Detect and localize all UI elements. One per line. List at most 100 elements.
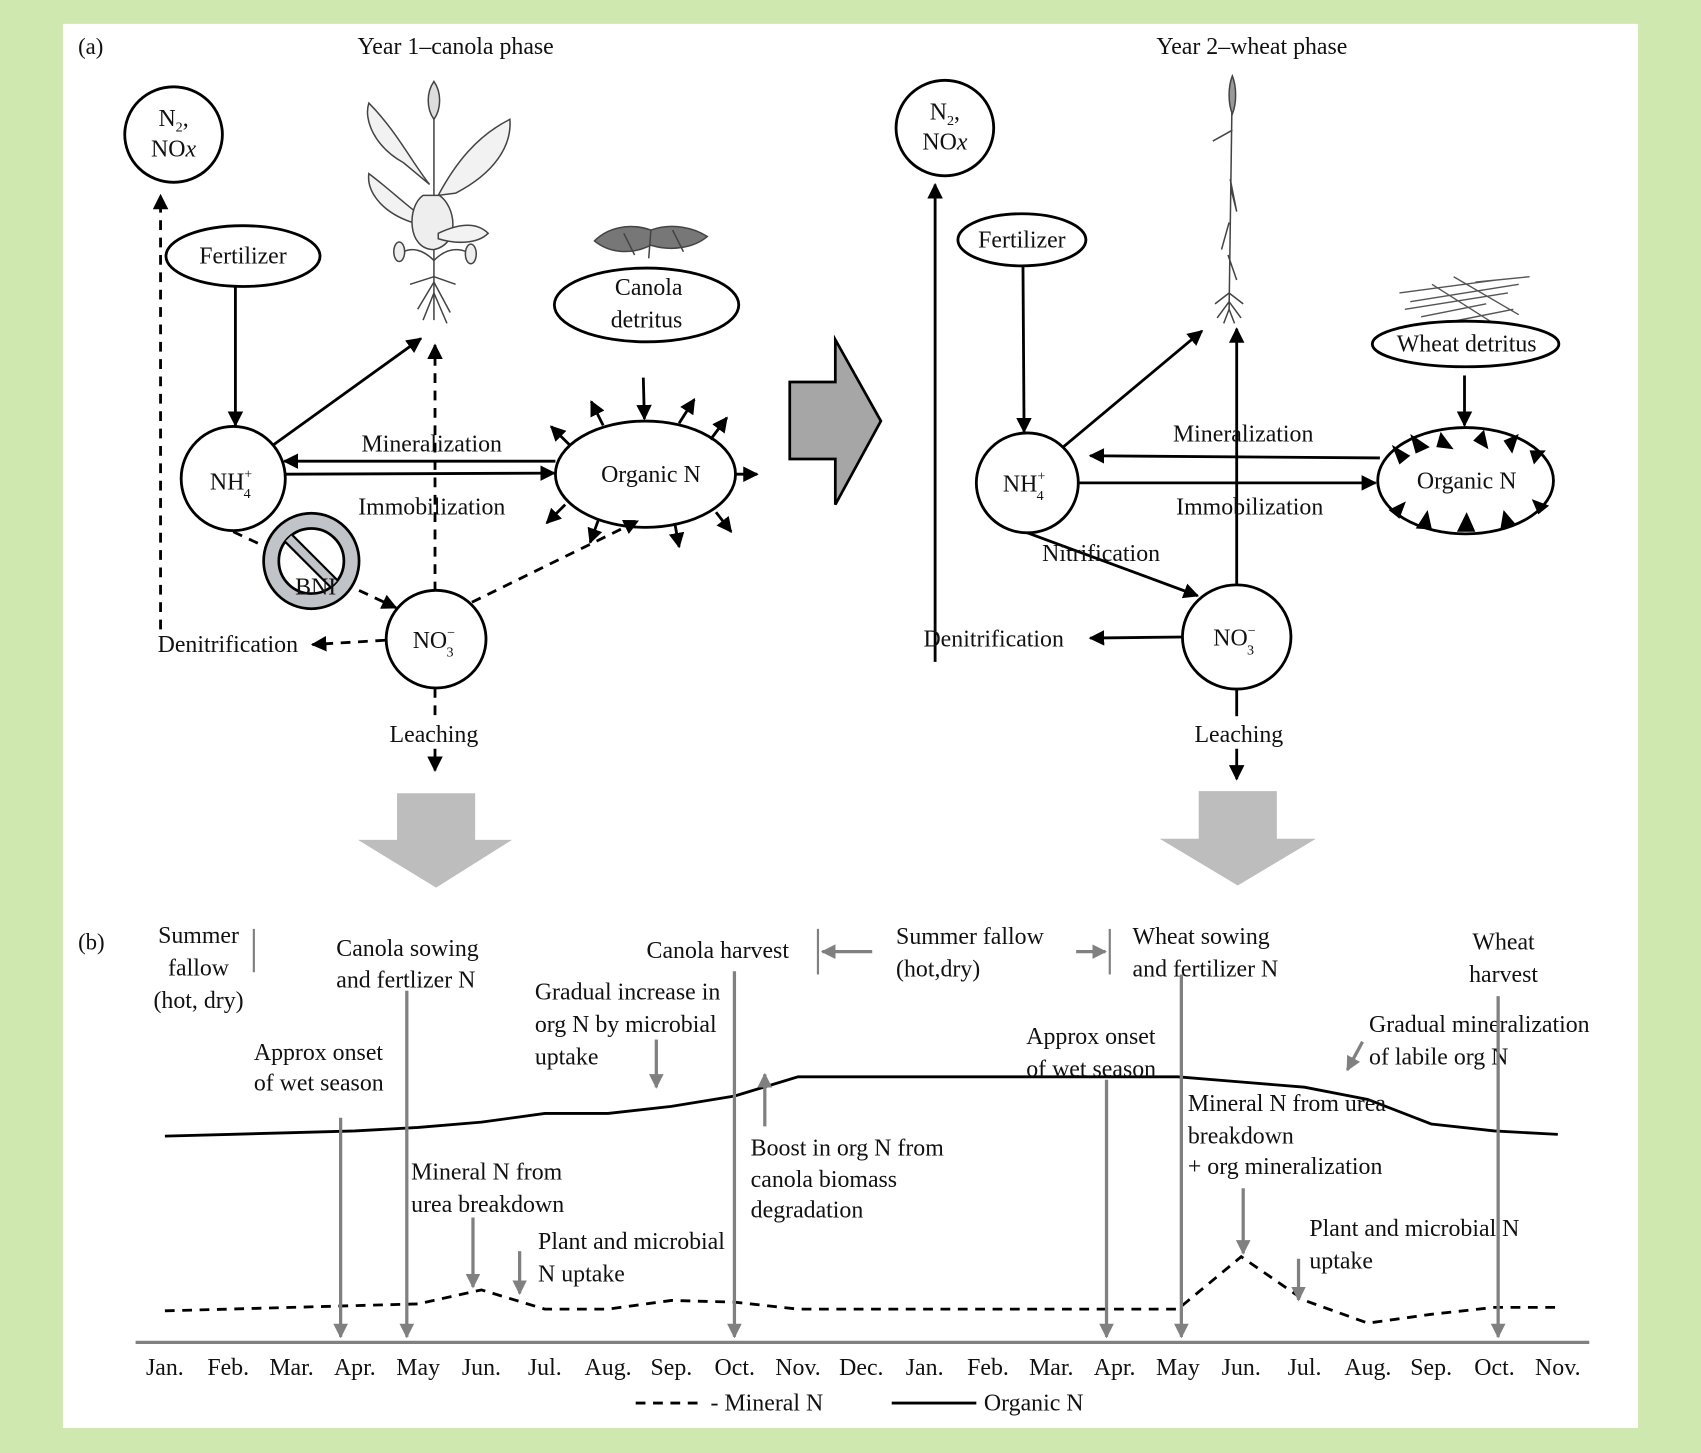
month-tick-label: Sep. [1410, 1355, 1452, 1381]
month-tick-label: Dec. [839, 1355, 883, 1381]
wet-season-2-line1: Approx onset [1026, 1024, 1156, 1050]
month-tick-label: Jun. [1222, 1355, 1261, 1381]
year1-immobilization-arrow [285, 465, 556, 481]
month-tick-label: Jan. [146, 1355, 184, 1381]
year1-nox-label: NOx [151, 136, 196, 162]
boost-line1: Boost in org N from [751, 1136, 945, 1162]
year2-n2-nox-node [894, 78, 996, 178]
year1-diagram: Year 1–canola phase N2, NOx Fertiliz [123, 34, 759, 772]
year2-no3-label: NO−3 [1213, 623, 1255, 659]
year2-n2-label: N2, [930, 99, 960, 128]
year1-organic-n-outflow-arrows [545, 398, 759, 549]
wheat-sowing-line2: and fertilizer N [1133, 957, 1279, 983]
year2-fertilizer-label: Fertilizer [978, 227, 1065, 253]
summer-fallow-1-line2: fallow [168, 956, 230, 982]
summer-fallow-1-line1: Summer [158, 923, 239, 949]
year1-denitrification-arrow [310, 635, 386, 652]
year2-fertilizer-node [956, 212, 1088, 268]
year2-nitrification-label: Nitrification [1042, 541, 1160, 567]
uptake-2-line1: Plant and microbial N [1309, 1216, 1519, 1242]
legend-mineral-label: - Mineral N [711, 1391, 824, 1417]
uptake-2-line2: uptake [1309, 1249, 1373, 1275]
wheat-detritus-icon [1399, 276, 1530, 327]
year2-organic-n-label: Organic N [1417, 468, 1517, 494]
year1-n2-nox-node [123, 85, 224, 184]
year2-nox-label: NOx [922, 130, 967, 156]
year2-down-block-arrow-icon [1159, 791, 1316, 886]
year2-mineralization-label: Mineralization [1173, 422, 1314, 448]
year2-nh4-label: NH+4 [1003, 469, 1045, 505]
canola-sowing-line1: Canola sowing [336, 936, 479, 962]
year1-canola-detritus-node [552, 266, 741, 344]
gradual-increase-line1: Gradual increase in [535, 979, 721, 1005]
month-tick-label: Feb. [967, 1355, 1009, 1381]
mineral-urea-1-line1: Mineral N from [411, 1160, 562, 1186]
panel-a-label: (a) [78, 34, 103, 59]
mineral-urea-1-line2: urea breakdown [411, 1192, 564, 1218]
year2-fertilizer-to-nh4-arrow [1016, 266, 1032, 434]
year2-nitrification-arrow [1026, 531, 1200, 599]
chart-legend: - Mineral N Organic N [635, 1391, 1084, 1417]
canola-detritus-icon [593, 225, 709, 259]
year2-organic-n-inflow-arrows [1388, 429, 1550, 532]
organic-n-series-line [164, 1075, 1558, 1138]
gradual-mineralization-pointer [1345, 1040, 1364, 1072]
year1-bni-label: BNI [295, 575, 336, 601]
canola-sowing-line2: and fertlizer N [336, 967, 475, 993]
mineral-urea-2-line1: Mineral N from urea [1188, 1091, 1386, 1117]
year1-nh4-label: NH+4 [210, 467, 252, 503]
canola-plant-icon [366, 80, 511, 324]
month-tick-label: Apr. [334, 1355, 376, 1381]
month-tick-label: Apr. [1094, 1355, 1136, 1381]
year2-detritus-label: Wheat detritus [1397, 332, 1537, 358]
bni-inhibition-icon [262, 511, 361, 611]
wheat-plant-icon [1212, 73, 1244, 324]
phase-transition-arrow-icon [788, 334, 883, 506]
year2-mineralization-arrow [1088, 448, 1380, 464]
month-tick-label: Feb. [207, 1355, 249, 1381]
summer-fallow-2-line1: Summer fallow [896, 924, 1045, 950]
month-tick-label: Nov. [1535, 1355, 1581, 1381]
wet-season-2-line2: of wet season [1026, 1056, 1156, 1082]
month-tick-label: Aug. [1344, 1355, 1391, 1381]
year2-nh4-to-plant-arrow [1062, 329, 1204, 449]
mineral-n-series-line [164, 1254, 1558, 1325]
gradual-increase-line3: uptake [535, 1045, 599, 1071]
month-tick-label: Oct. [715, 1355, 755, 1381]
year1-nh4-to-plant-arrow [272, 337, 423, 447]
timeline-annotations: Summer fallow (hot, dry) Canola sowing a… [153, 923, 1590, 1339]
boost-line2: canola biomass [751, 1167, 897, 1193]
wheat-sowing-line1: Wheat sowing [1133, 924, 1270, 950]
month-tick-label: Jun. [462, 1355, 501, 1381]
year2-denitrification-arrow [1088, 630, 1183, 646]
year1-no3-to-organic-arrow [471, 519, 640, 604]
year2-leaching-label: Leaching [1194, 722, 1283, 748]
month-tick-label: Jan. [906, 1355, 944, 1381]
summer-fallow-2-line2: (hot,dry) [896, 957, 980, 983]
month-tick-label: Jul. [1288, 1355, 1322, 1381]
year1-immobilization-label: Immobilization [358, 494, 505, 520]
wet-season-1-line1: Approx onset [254, 1040, 384, 1066]
month-tick-label: Sep. [651, 1355, 693, 1381]
gradual-mineralization-line1: Gradual mineralization [1369, 1012, 1590, 1038]
year1-detritus-to-organic-arrow [636, 377, 652, 421]
wet-season-1-line2: of wet season [254, 1071, 384, 1097]
year1-no3-label: NO−3 [413, 625, 455, 661]
year1-down-block-arrow-icon [357, 793, 513, 888]
mineral-urea-2-line3: + org mineralization [1188, 1154, 1383, 1180]
year1-fertilizer-node [164, 224, 322, 288]
uptake-1-line1: Plant and microbial [538, 1229, 725, 1255]
year2-denitrification-label: Denitrification [923, 627, 1064, 653]
gradual-increase-line2: org N by microbial [535, 1012, 717, 1038]
uptake-1-line2: N uptake [538, 1262, 625, 1288]
year2-organic-n-node [1376, 426, 1555, 536]
year1-leaching-label: Leaching [390, 722, 479, 748]
panel-b-label: (b) [78, 929, 105, 954]
year1-n2-label: N2, [158, 106, 188, 135]
year2-wheat-detritus-node [1370, 319, 1561, 369]
month-tick-label: Mar. [269, 1355, 313, 1381]
canola-harvest-label: Canola harvest [647, 938, 790, 964]
month-tick-label: Jul. [528, 1355, 562, 1381]
